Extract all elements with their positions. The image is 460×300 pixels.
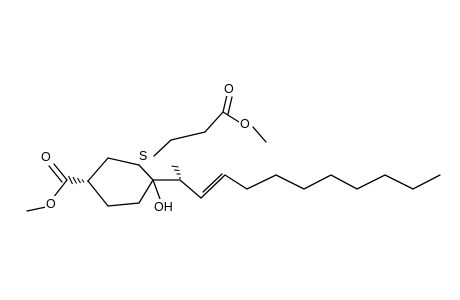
carbonyl-double-bond xyxy=(53,163,68,181)
atom-label-top-ether-oxygen: O xyxy=(239,116,251,131)
hydroxyl-bond xyxy=(152,179,161,200)
ester-single-bond xyxy=(52,179,68,199)
ring-bond xyxy=(107,202,140,207)
svg-text:O: O xyxy=(41,150,51,164)
chain-bond xyxy=(170,131,206,141)
svg-text:O: O xyxy=(224,82,234,96)
carbonyl-double-bond xyxy=(48,165,63,183)
alkene-double-bond xyxy=(200,174,226,199)
svg-text:O: O xyxy=(46,197,56,211)
ring-bond xyxy=(87,180,109,207)
thioether-chain xyxy=(152,111,224,181)
svg-text:O: O xyxy=(240,117,250,131)
sulfur-ch2-bond xyxy=(153,139,172,157)
methoxy-bond xyxy=(26,206,47,212)
ring-bond xyxy=(87,157,109,182)
atom-label-sulfur: S xyxy=(138,148,150,163)
hashed-stereo-bond xyxy=(68,175,89,185)
svg-text:OH: OH xyxy=(154,200,173,214)
atom-label-left-carbonyl-oxygen: O xyxy=(40,149,52,164)
alkyl-chain xyxy=(179,173,226,199)
alkene-double-bond xyxy=(202,173,223,193)
atom-label-left-ether-oxygen: O xyxy=(45,196,57,211)
ring-bond xyxy=(138,179,154,204)
atom-label-hydroxyl: OH xyxy=(153,199,175,214)
alkyl-zigzag xyxy=(224,174,441,190)
hashed-stereo-bond xyxy=(171,165,181,179)
top-ester-group xyxy=(222,94,267,143)
left-ester-group xyxy=(26,163,89,212)
chain-bond xyxy=(179,179,202,199)
svg-text:S: S xyxy=(139,149,147,163)
ester-single-bond xyxy=(222,111,240,123)
ring-bond xyxy=(138,164,154,181)
carbonyl-double-bond xyxy=(222,94,228,113)
atom-label-top-carbonyl-oxygen: O xyxy=(223,81,235,96)
chain-bond xyxy=(204,111,224,133)
methoxy-bond xyxy=(252,126,267,143)
cyclohexane-ring xyxy=(87,157,154,207)
carbonyl-double-bond xyxy=(227,96,233,115)
ring-bond xyxy=(107,157,140,166)
